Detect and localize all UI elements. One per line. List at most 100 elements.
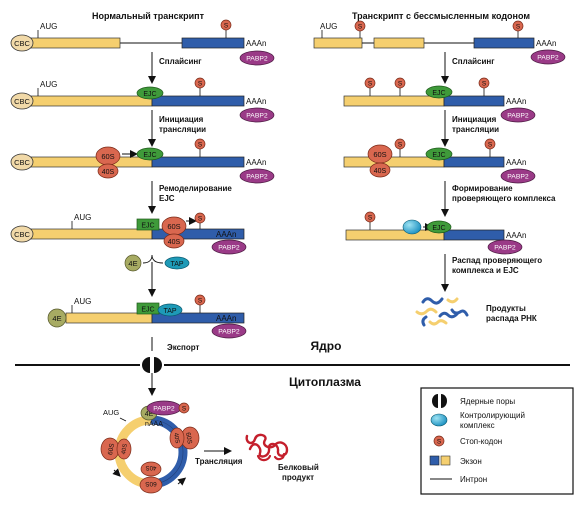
svg-text:PABP2: PABP2 bbox=[494, 245, 516, 252]
legend-box bbox=[420, 387, 574, 495]
svg-text:S: S bbox=[368, 215, 373, 222]
legend: Ядерные поры Контролирующий комплекс S С… bbox=[420, 387, 574, 495]
svg-text:S: S bbox=[198, 142, 203, 149]
svg-text:S: S bbox=[182, 406, 187, 413]
left-title: Нормальный транскрипт bbox=[92, 11, 205, 21]
svg-text:60S: 60S bbox=[373, 150, 386, 159]
protein-product-icon bbox=[245, 433, 289, 462]
left-row2: CBC AUG EJC S AAAn PABP2 bbox=[10, 77, 275, 123]
svg-text:PABP2: PABP2 bbox=[218, 245, 240, 252]
svg-text:PABP2: PABP2 bbox=[507, 174, 529, 181]
svg-text:AAAn: AAAn bbox=[536, 39, 556, 48]
svg-text:распада РНК: распада РНК bbox=[486, 314, 537, 323]
legend-exon-icon-yellow bbox=[440, 455, 451, 466]
svg-text:PABP2: PABP2 bbox=[153, 406, 175, 413]
svg-text:EJC: EJC bbox=[141, 307, 154, 314]
svg-text:CBC: CBC bbox=[14, 230, 30, 239]
svg-text:40S: 40S bbox=[374, 168, 387, 175]
legend-surveillance-icon bbox=[430, 413, 448, 427]
ejc bbox=[136, 86, 164, 100]
svg-text:PABP2: PABP2 bbox=[507, 113, 529, 120]
svg-text:Распад проверяющего: Распад проверяющего bbox=[452, 256, 542, 265]
svg-text:40S: 40S bbox=[168, 239, 181, 246]
nuclear-pore-icon bbox=[140, 357, 164, 373]
cytoplasm-label: Цитоплазма bbox=[289, 375, 361, 389]
svg-text:Контролирующий: Контролирующий bbox=[460, 411, 525, 420]
factor-tap bbox=[164, 256, 190, 270]
svg-text:Стоп-кодон: Стоп-кодон bbox=[460, 437, 502, 446]
svg-text:Ремоделирование: Ремоделирование bbox=[159, 184, 232, 193]
step-splicing: Сплайсинг bbox=[159, 57, 202, 66]
svg-text:S: S bbox=[398, 81, 403, 88]
svg-text:Инициация: Инициация bbox=[159, 115, 204, 124]
left-row5: 4E AUG EJC TAP S AAAn PABP2 bbox=[47, 294, 247, 339]
svg-text:TAP: TAP bbox=[170, 261, 183, 268]
right-row3: 60S 40S S EJC S AAAn PABP2 bbox=[343, 138, 536, 184]
svg-text:TAP: TAP bbox=[163, 308, 176, 315]
ejc-box bbox=[136, 218, 160, 231]
export-factors: 4E TAP bbox=[124, 254, 190, 297]
svg-text:Продукты: Продукты bbox=[486, 304, 526, 313]
svg-text:40S: 40S bbox=[102, 169, 115, 176]
svg-text:S: S bbox=[224, 23, 229, 30]
svg-text:4E: 4E bbox=[128, 259, 137, 268]
svg-text:EJC: EJC bbox=[432, 152, 445, 159]
svg-text:Экспорт: Экспорт bbox=[167, 343, 200, 352]
left-row1: CBC AUG S AAAn PABP2 bbox=[10, 19, 275, 66]
svg-text:AAAn: AAAn bbox=[246, 158, 266, 167]
svg-text:проверяющего комплекса: проверяющего комплекса bbox=[452, 194, 556, 203]
pabp2 bbox=[239, 50, 275, 66]
svg-text:AAAn: AAAn bbox=[216, 230, 236, 239]
legend-label-pore: Ядерные поры bbox=[460, 397, 515, 406]
svg-text:S: S bbox=[437, 439, 442, 446]
svg-text:S: S bbox=[516, 24, 521, 31]
left-row3: CBC 60S 40S EJC S AAAn PABP2 bbox=[10, 138, 275, 184]
legend-stop-icon bbox=[433, 435, 445, 447]
surveillance-complex bbox=[402, 219, 422, 235]
svg-text:PABP2: PABP2 bbox=[246, 174, 268, 181]
exon-blue bbox=[181, 37, 245, 49]
svg-text:AAAn: AAAn bbox=[506, 158, 526, 167]
cbc bbox=[10, 34, 34, 52]
right-row1: AUG S S AAAn PABP2 bbox=[313, 20, 566, 65]
svg-text:EJC: EJC bbox=[143, 152, 156, 159]
svg-text:nAAA: nAAA bbox=[145, 421, 163, 428]
svg-text:Инициация: Инициация bbox=[452, 115, 497, 124]
svg-text:AAAn: AAAn bbox=[506, 231, 526, 240]
svg-text:AAAn: AAAn bbox=[506, 97, 526, 106]
svg-text:60S: 60S bbox=[107, 442, 116, 455]
svg-text:PABP2: PABP2 bbox=[246, 113, 268, 120]
svg-text:60S: 60S bbox=[145, 480, 157, 487]
svg-text:AAAn: AAAn bbox=[246, 97, 266, 106]
svg-text:S: S bbox=[198, 216, 203, 223]
legend-pore-icon bbox=[432, 394, 447, 408]
svg-text:AUG: AUG bbox=[40, 80, 57, 89]
exon-yellow bbox=[29, 37, 121, 49]
svg-text:60S: 60S bbox=[184, 432, 193, 445]
right-row4: S EJC AAAn PABP2 bbox=[345, 211, 526, 255]
svg-text:трансляции: трансляции bbox=[452, 125, 499, 134]
svg-text:продукт: продукт bbox=[282, 473, 314, 482]
svg-text:4E: 4E bbox=[145, 411, 154, 418]
svg-text:CBC: CBC bbox=[14, 158, 30, 167]
left-row4: CBC AUG EJC 60S 40S S AAAn PABP2 bbox=[10, 212, 247, 255]
svg-text:Сплайсинг: Сплайсинг bbox=[452, 57, 495, 66]
svg-text:40S: 40S bbox=[121, 443, 129, 455]
aaan-label: AAAn bbox=[246, 39, 266, 48]
svg-text:Белковый: Белковый bbox=[278, 463, 319, 472]
svg-text:CBC: CBC bbox=[14, 97, 30, 106]
svg-text:AUG: AUG bbox=[74, 213, 91, 222]
svg-text:S: S bbox=[482, 81, 487, 88]
svg-text:S: S bbox=[398, 142, 403, 149]
stop-codon bbox=[220, 19, 232, 31]
right-title: Транскрипт с бессмысленным кодоном bbox=[352, 11, 530, 21]
aug-label: AUG bbox=[40, 22, 57, 31]
svg-text:AAAn: AAAn bbox=[216, 314, 236, 323]
svg-text:EJC: EJC bbox=[432, 90, 445, 97]
svg-text:Формирование: Формирование bbox=[452, 184, 513, 193]
svg-text:AUG: AUG bbox=[103, 408, 119, 417]
nucleus-label: Ядро bbox=[311, 339, 342, 353]
svg-text:S: S bbox=[198, 81, 203, 88]
svg-text:Экзон: Экзон bbox=[460, 457, 482, 466]
